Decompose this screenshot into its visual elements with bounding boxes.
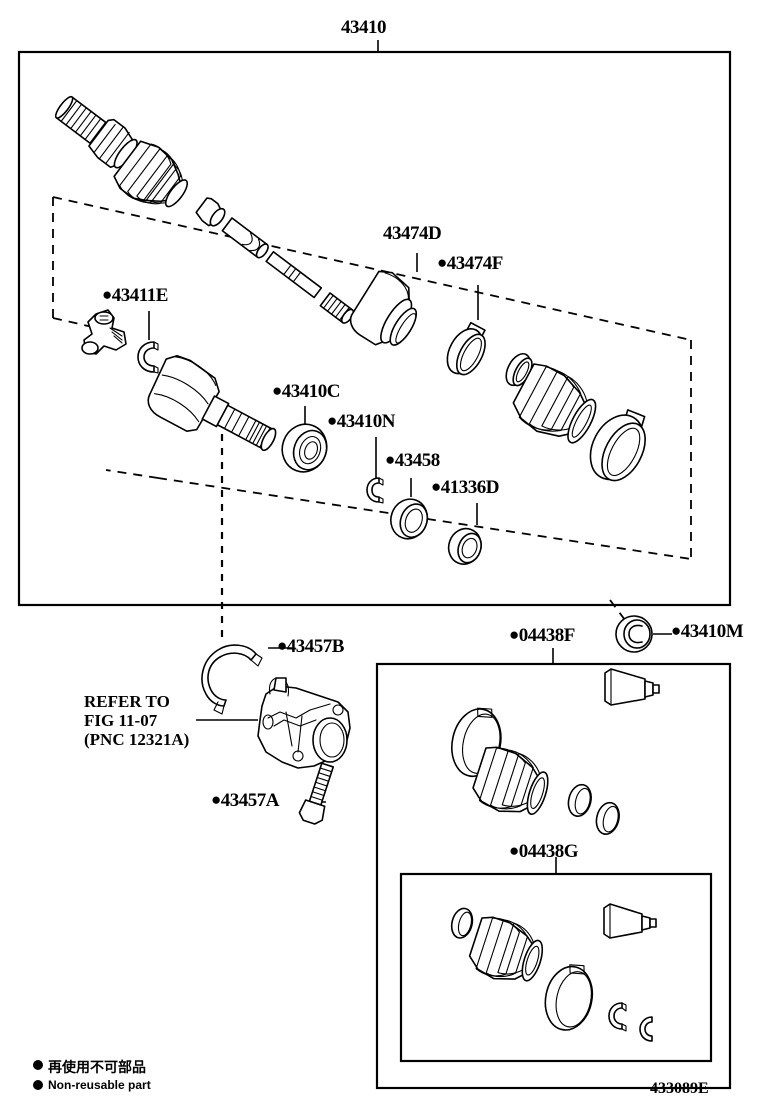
bolt-43457A-art bbox=[298, 762, 335, 825]
diagram-id: 433089E bbox=[650, 1080, 709, 1097]
bearing-43458-art bbox=[390, 478, 429, 540]
inboard-boot-art bbox=[512, 363, 597, 444]
clamp-43474F-art bbox=[446, 285, 486, 376]
callout-43458: 43458 bbox=[385, 451, 440, 470]
callout-43410N: 43410N bbox=[327, 412, 396, 431]
callout-43410: 43410 bbox=[341, 17, 387, 38]
callout-43410M: 43410M bbox=[671, 622, 744, 641]
callout-41336D: 41336D bbox=[431, 478, 500, 497]
callout-43410C: 43410C bbox=[272, 382, 341, 401]
legend-bullet-jp bbox=[33, 1060, 43, 1070]
callout-43474D: 43474D bbox=[383, 223, 442, 244]
callout-43411E: 43411E bbox=[102, 286, 169, 305]
seal-41336D-art bbox=[447, 503, 482, 565]
seal-43410C-art bbox=[281, 406, 328, 473]
callout-04438G: 04438G bbox=[509, 842, 579, 861]
refer-to-note-line1: REFER TO bbox=[84, 692, 170, 711]
callout-43457A: 43457A bbox=[211, 791, 280, 810]
legend-japanese-text: 再使用不可部品 bbox=[48, 1060, 146, 1076]
boot-kit-04438G-contents bbox=[450, 903, 657, 1042]
snapring-43410N-art bbox=[366, 437, 384, 504]
small-clamp-ring-art bbox=[505, 352, 533, 387]
knuckle-housing-art bbox=[196, 677, 351, 769]
subassembly-dashed-outline bbox=[52, 196, 692, 560]
inboard-housing-art bbox=[349, 253, 418, 346]
boot-kit-04438G-box bbox=[399, 872, 713, 1063]
boot-kit-04438F-contents bbox=[451, 668, 660, 835]
large-clamp-ring-art bbox=[589, 409, 646, 482]
legend-bullet-en bbox=[33, 1080, 43, 1090]
callout-43474F: 43474F bbox=[437, 254, 504, 273]
callout-04438F: 04438F bbox=[509, 626, 576, 645]
callout-43457B: 43457B bbox=[277, 637, 345, 656]
refer-to-note-line2: FIG 11-07 bbox=[84, 711, 158, 730]
inner-joint-art bbox=[147, 354, 277, 640]
refer-to-note-line3: (PNC 12321A) bbox=[84, 730, 190, 749]
main-assembly-box bbox=[17, 50, 732, 607]
drive-shaft-assembly-art bbox=[54, 95, 355, 324]
legend-english-text: Non-reusable part bbox=[48, 1078, 151, 1092]
snapring-43410M-art bbox=[609, 599, 672, 653]
spider-43411E-art bbox=[81, 309, 159, 374]
